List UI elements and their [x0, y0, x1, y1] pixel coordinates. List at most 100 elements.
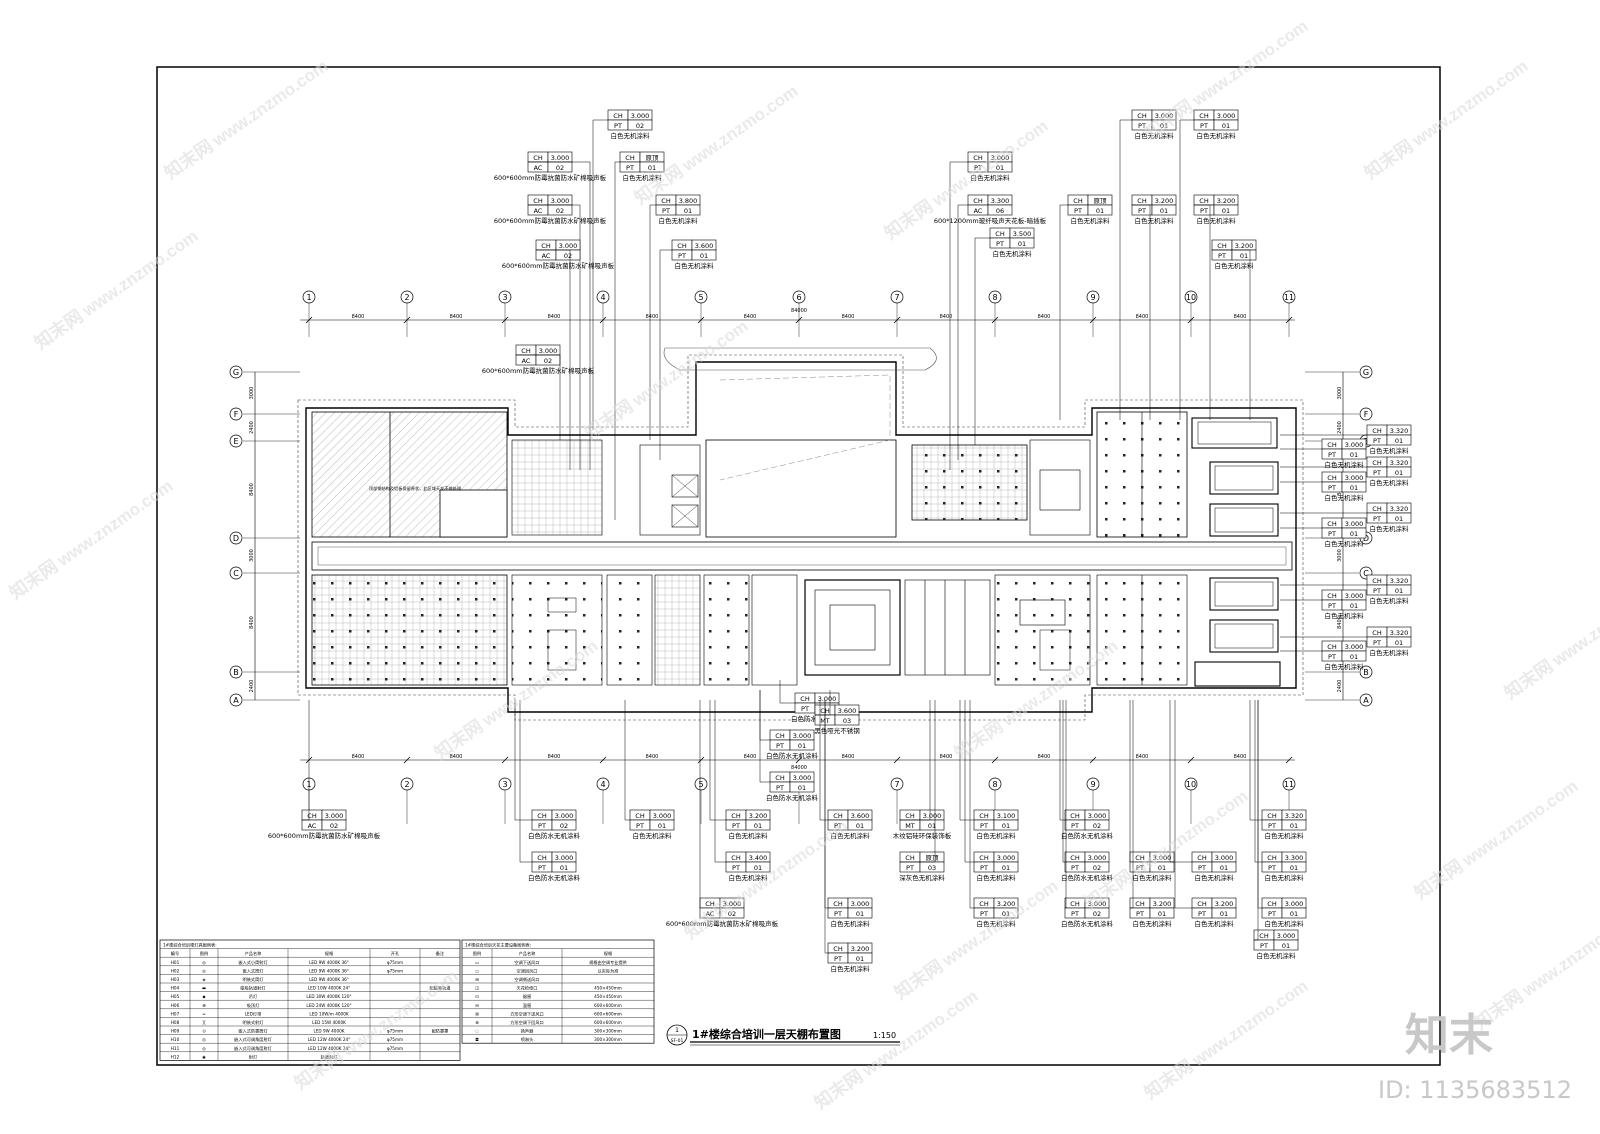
- legend-cell: φ75mm: [387, 968, 403, 973]
- tag-ceiling-height: 3.000: [551, 154, 570, 162]
- tag-ch-label: CH: [1327, 474, 1337, 482]
- tag-material-number: 01: [1395, 639, 1403, 647]
- legend-cell: LED 15W 4000K: [312, 1020, 346, 1025]
- tag-material-note: 白色防水无机涂料: [1061, 919, 1114, 928]
- tag-material-code: PT: [1136, 864, 1144, 872]
- tag-material-note: 白色防水无机涂料: [1061, 873, 1114, 882]
- column-axis-label: 3: [502, 293, 507, 302]
- tag-ch-label: CH: [541, 242, 551, 250]
- tag-ceiling-height: 3.320: [1390, 629, 1409, 637]
- tag-material-number: 01: [856, 822, 864, 830]
- tag-ch-label: CH: [973, 154, 983, 162]
- tag-material-code: PT: [1200, 207, 1208, 215]
- row-axis-label: C: [233, 569, 239, 578]
- title-symbol-sheet: SF-01: [671, 1038, 684, 1044]
- legend-cell: 600×600mm: [594, 1020, 622, 1025]
- legend-cell: φ75mm: [387, 1037, 403, 1042]
- row-axis-label: B: [1363, 668, 1369, 677]
- tag-material-note: 600*600mm防霉抗菌防水矿棉吸声板: [666, 919, 779, 928]
- tag-material-code: PT: [678, 252, 686, 260]
- tag-ch-label: CH: [775, 732, 785, 740]
- legend-cell: ◎: [202, 960, 206, 965]
- legend-cell: 吸顶灯: [247, 1002, 260, 1009]
- dimension-tick: [1089, 756, 1097, 764]
- dimension-tick: [1285, 756, 1293, 764]
- legend-cell: H11: [171, 1046, 180, 1051]
- tag-material-number: 01: [1350, 530, 1358, 538]
- tag-ch-label: CH: [1267, 900, 1277, 908]
- watermark-brand: 知末网: [5, 555, 61, 603]
- tag-material-number: 01: [1282, 942, 1290, 950]
- tag-material-number: 01: [1350, 653, 1358, 661]
- legend-cell: LED 9W 4000K 36°: [309, 960, 349, 965]
- legend-cell: φ75mm: [387, 1029, 403, 1034]
- watermark-site: www.znzmo.com: [1458, 776, 1581, 870]
- tag-ceiling-height: 3.000: [1155, 112, 1174, 120]
- tag-material-code: PT: [1138, 122, 1146, 130]
- bay-dimension: 8400: [352, 754, 365, 760]
- legend-cell: 轨道射灯: [321, 1053, 339, 1060]
- tag-ceiling-height: 原顶: [1094, 197, 1108, 205]
- bay-dimension: 8400: [1136, 754, 1149, 760]
- row-axis-label: F: [1364, 410, 1369, 419]
- tag-ceiling-height: 3.000: [991, 154, 1010, 162]
- legend-cell: 磁吸轨道射灯: [240, 985, 266, 992]
- tag-material-code: PT: [1268, 910, 1276, 918]
- legend-cell: LED 9W 4000K: [313, 1029, 344, 1034]
- tag-material-code: AC: [974, 207, 983, 215]
- tag-material-code: PT: [834, 955, 842, 963]
- tag-material-number: 01: [1395, 515, 1403, 523]
- tag-ch-label: CH: [1199, 112, 1209, 120]
- row-dimension: 8400: [249, 616, 255, 629]
- legend-cell: 方形空调下送风口: [510, 1010, 544, 1017]
- legend-cell: LED 12W 4000K 24°: [308, 1046, 351, 1051]
- legend-title: 1#楼综合培训天花主要设备图例表:: [465, 942, 531, 949]
- tag-material-number: 01: [658, 822, 666, 830]
- legend-cell: ◎: [202, 968, 206, 973]
- legend-cell: 600×600mm: [594, 1003, 622, 1008]
- tag-material-code: PT: [1218, 252, 1226, 260]
- legend-cell: ◎: [202, 1037, 206, 1042]
- tag-ch-label: CH: [979, 854, 989, 862]
- tag-material-number: 01: [856, 910, 864, 918]
- tag-material-code: PT: [1373, 437, 1381, 445]
- tag-ch-label: CH: [1372, 459, 1382, 467]
- legend-cell: ⊗: [475, 1020, 479, 1025]
- column-axis-bubble: [988, 290, 1002, 304]
- tag-ch-label: CH: [1070, 854, 1080, 862]
- dimension-tick: [599, 756, 607, 764]
- dimension-tick: [795, 756, 803, 764]
- row-dimension: 2400: [249, 680, 255, 693]
- watermark-site: www.znzmo.com: [78, 226, 201, 320]
- tag-material-number: 01: [1350, 451, 1358, 459]
- tag-material-number: 01: [1290, 910, 1298, 918]
- tag-ceiling-height: 3.400: [749, 854, 768, 862]
- column-axis-label: 2: [404, 293, 409, 302]
- watermark-brand: 知末网: [890, 955, 946, 1003]
- tag-material-code: PT: [1373, 587, 1381, 595]
- row-axis-label: G: [233, 368, 239, 377]
- tag-material-number: 01: [1395, 469, 1403, 477]
- row-axis-bubble: [229, 531, 243, 545]
- tag-material-code: PT: [1373, 515, 1381, 523]
- legend-title: 1#楼综合培训楼灯具图例表:: [163, 942, 217, 949]
- tag-material-note: 600*1200mm玻纤吸声天花板-暗插板: [934, 216, 1047, 225]
- tag-ceiling-height: 3.000: [631, 112, 650, 120]
- tag-ch-label: CH: [1267, 812, 1277, 820]
- tag-ceiling-height: 3.200: [749, 812, 768, 820]
- row-dimension: 3000: [249, 387, 255, 400]
- tag-material-note: 白色无机涂料: [971, 173, 1011, 182]
